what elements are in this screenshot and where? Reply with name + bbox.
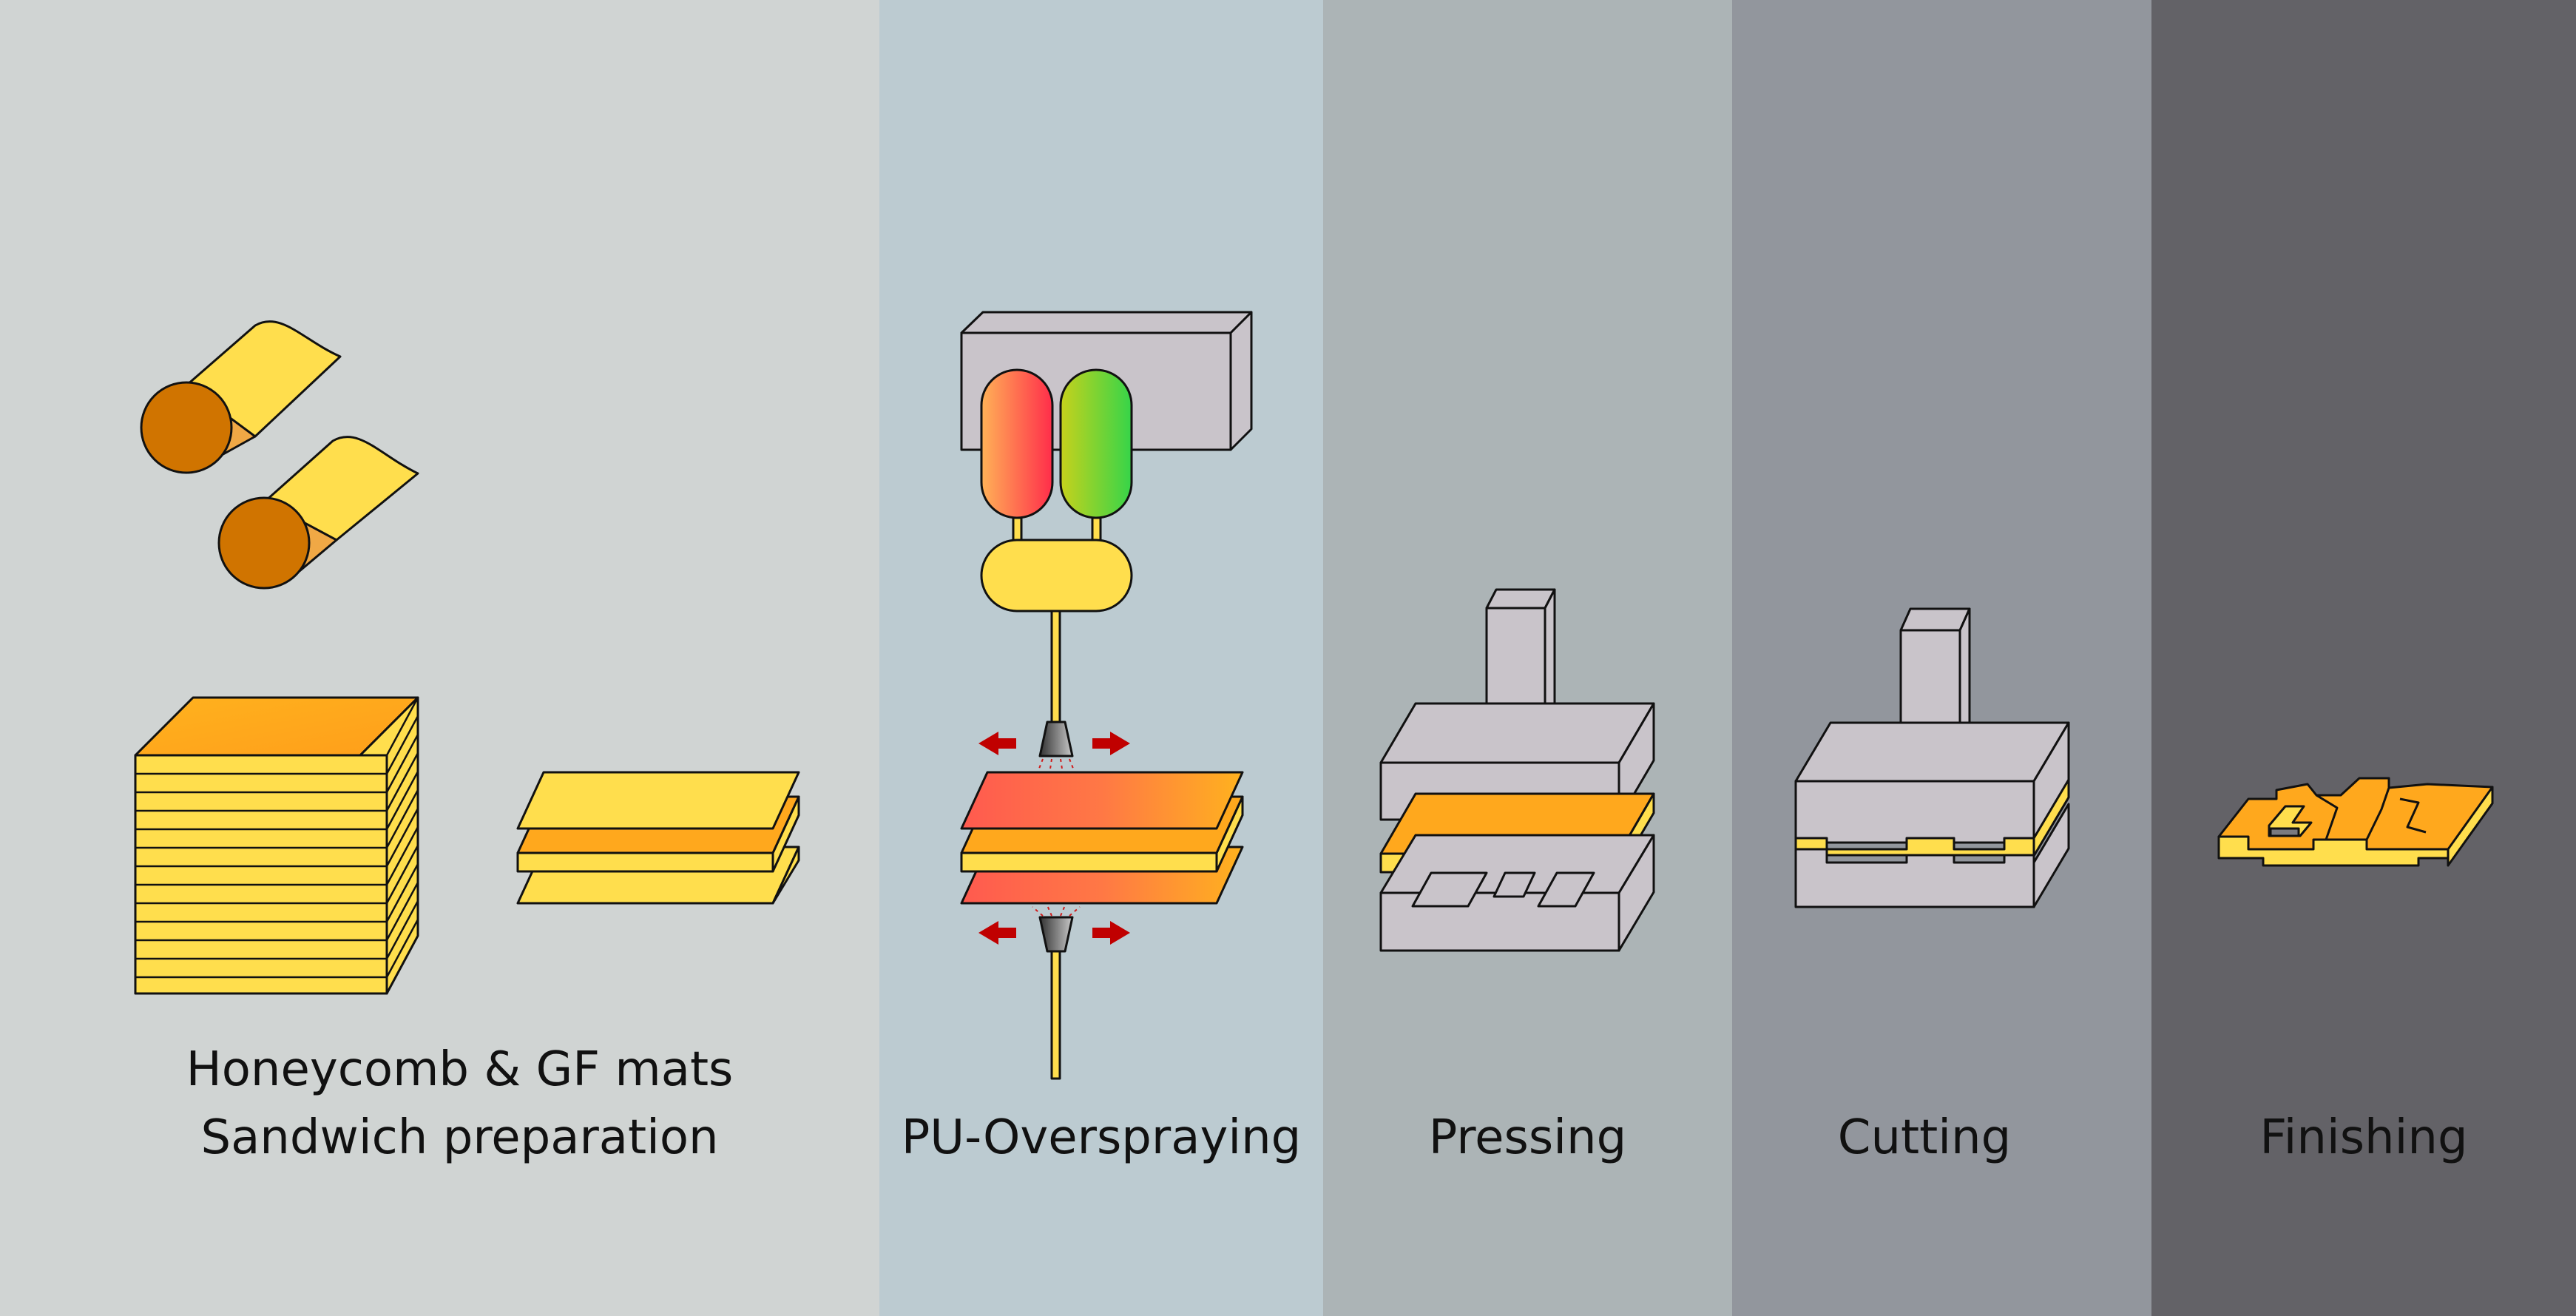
spray-direction-arrow-left-bottom [978, 921, 1016, 945]
spray-direction-arrow-left-top [978, 732, 1016, 755]
gf-mat-roll-bottom [217, 436, 419, 590]
spray-direction-arrow-right-bottom [1092, 921, 1130, 945]
cutting-tool-upper [1794, 721, 2070, 844]
stage-label-line-1: Honeycomb & GF mats [186, 1042, 734, 1097]
cutting-tool-lower [1794, 803, 2070, 908]
sandwich-layers-sprayed [960, 771, 1244, 905]
stage-label-pressing: Pressing [1323, 1104, 1732, 1172]
stage-label-text: PU-Overspraying [901, 1110, 1302, 1165]
sandwich-layers-dry [516, 771, 800, 905]
stage-label-pu-overspraying: PU-Overspraying [879, 1104, 1323, 1172]
panel-sandwich-preparation [0, 0, 879, 1316]
panel-finishing [2151, 0, 2576, 1316]
gf-mat-roll-top [140, 320, 342, 474]
component-a-tank [980, 368, 1054, 519]
stage-label-sandwich-preparation: Honeycomb & GF mats Sandwich preparation [62, 1036, 857, 1172]
finished-part [2217, 777, 2494, 867]
mixing-head [980, 539, 1133, 613]
spray-mist-bottom [1032, 905, 1081, 917]
spray-direction-arrow-right-top [1092, 732, 1130, 755]
stage-label-finishing: Finishing [2151, 1104, 2576, 1172]
stage-label-cutting: Cutting [1732, 1104, 2117, 1172]
spray-nozzle-bottom [1038, 916, 1074, 953]
stage-label-text: Cutting [1837, 1110, 2012, 1165]
honeycomb-stack [134, 696, 419, 995]
spray-feed-line-bottom [1050, 950, 1061, 1080]
lower-press-mould [1379, 834, 1655, 952]
spray-nozzle-top [1038, 721, 1074, 757]
stage-label-text: Finishing [2259, 1110, 2468, 1165]
panel-pu-overspraying [879, 0, 1323, 1316]
stage-label-line-2: Sandwich preparation [200, 1110, 719, 1165]
stage-label-text: Pressing [1428, 1110, 1627, 1165]
component-b-tank [1059, 368, 1133, 519]
spray-feed-line-top [1050, 610, 1061, 723]
